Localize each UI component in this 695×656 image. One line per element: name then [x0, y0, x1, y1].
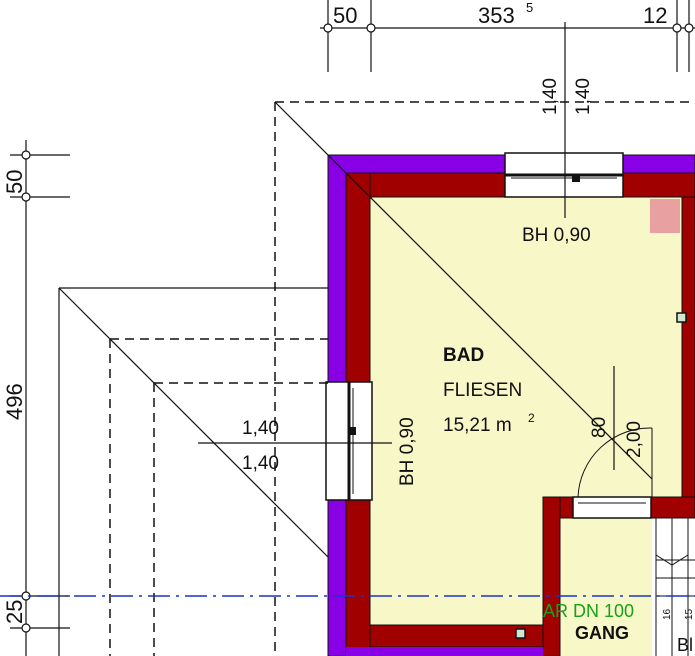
- dim-window-top-a: 1,40: [540, 78, 561, 115]
- room-area-bath: 15,21 m: [443, 415, 512, 436]
- dim-top-50: 50: [333, 3, 357, 28]
- hall-floor: [560, 518, 652, 656]
- dimension-top: [320, 0, 695, 72]
- stair-step-15: 15: [684, 608, 695, 620]
- inner-wall-right: [681, 196, 695, 498]
- partition-wall-vertical: [542, 496, 561, 656]
- door: [572, 427, 653, 519]
- window-top: [504, 152, 624, 198]
- bath-floor: [370, 197, 682, 497]
- room-floor-bath: FLIESEN: [443, 380, 522, 401]
- room-area-bath-sup: 2: [528, 411, 535, 425]
- drain-label: AR DN 100: [543, 601, 634, 621]
- edge-label: Bl: [677, 635, 693, 655]
- door-width-label: 80: [589, 417, 610, 438]
- window-left: [325, 381, 373, 501]
- dim-left-25: 25: [2, 600, 27, 624]
- stair: [655, 518, 695, 656]
- room-name-hall: GANG: [575, 623, 629, 643]
- bath-floor-lower: [370, 497, 546, 625]
- room-name-bath: BAD: [443, 345, 484, 366]
- marker-patch: [650, 199, 680, 233]
- bottom-wall-purple: [346, 647, 543, 656]
- roof-outline: [109, 101, 695, 656]
- dim-left-496: 496: [2, 383, 27, 420]
- outlet-bottom: [515, 628, 526, 639]
- dim-left-50: 50: [2, 170, 27, 194]
- dim-top-12: 12: [643, 3, 667, 28]
- dim-top-353: 353: [478, 3, 515, 28]
- roof-hip: [58, 101, 653, 656]
- dim-top-353-sup: 5: [526, 0, 533, 15]
- dim-window-left-b: 1,40: [242, 453, 279, 474]
- stair-step-16: 16: [662, 608, 673, 620]
- dim-window-top-b: 1,40: [573, 78, 594, 115]
- door-height-label: 2,00: [624, 421, 645, 458]
- dim-window-left-a: 1,40: [242, 418, 279, 439]
- outlet-right: [676, 312, 687, 323]
- dimension-left: [10, 140, 70, 656]
- sill-height-top: BH 0,90: [522, 225, 591, 246]
- sill-height-left: BH 0,90: [397, 417, 418, 486]
